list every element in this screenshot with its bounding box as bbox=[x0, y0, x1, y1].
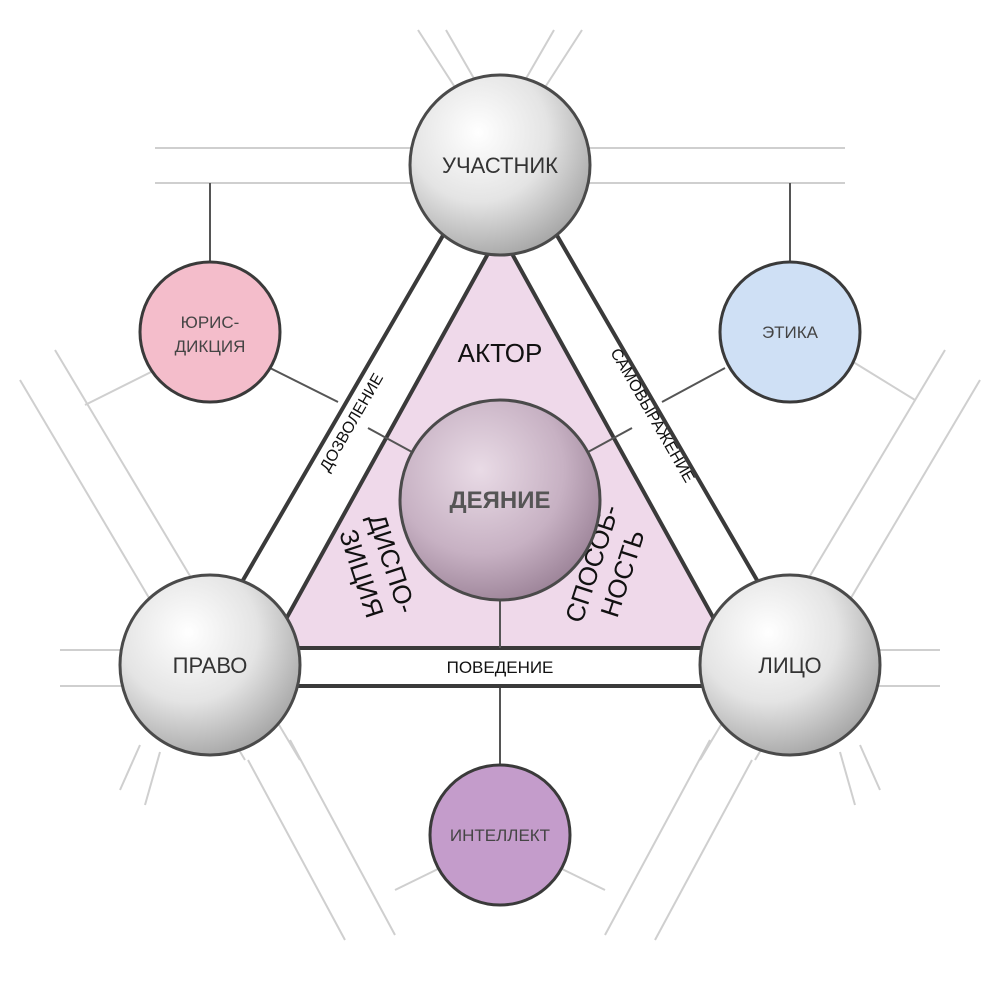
node-ethics-label: ЭТИКА bbox=[762, 323, 819, 342]
node-jurisdiction-line1: ЮРИС- bbox=[181, 313, 240, 332]
node-intellect-label: ИНТЕЛЛЕКТ bbox=[450, 826, 550, 845]
node-law-label: ПРАВО bbox=[173, 653, 248, 678]
sector-label-actor: АКТОР bbox=[458, 338, 543, 368]
node-person-label: ЛИЦО bbox=[758, 653, 821, 678]
node-participant: УЧАСТНИК bbox=[408, 73, 592, 257]
node-person: ЛИЦО bbox=[698, 573, 882, 757]
node-participant-label: УЧАСТНИК bbox=[442, 153, 558, 178]
sector-dividers bbox=[367, 427, 633, 648]
node-act: ДЕЯНИЕ bbox=[398, 398, 602, 602]
node-jurisdiction-line2: ДИКЦИЯ bbox=[175, 337, 246, 356]
node-jurisdiction: ЮРИС- ДИКЦИЯ bbox=[138, 260, 282, 404]
node-ethics: ЭТИКА bbox=[718, 260, 862, 404]
node-law: ПРАВО bbox=[118, 573, 302, 757]
node-act-label: ДЕЯНИЕ bbox=[450, 487, 551, 514]
node-intellect: ИНТЕЛЛЕКТ bbox=[428, 763, 572, 907]
edge-label-behavior: ПОВЕДЕНИЕ bbox=[447, 658, 554, 677]
